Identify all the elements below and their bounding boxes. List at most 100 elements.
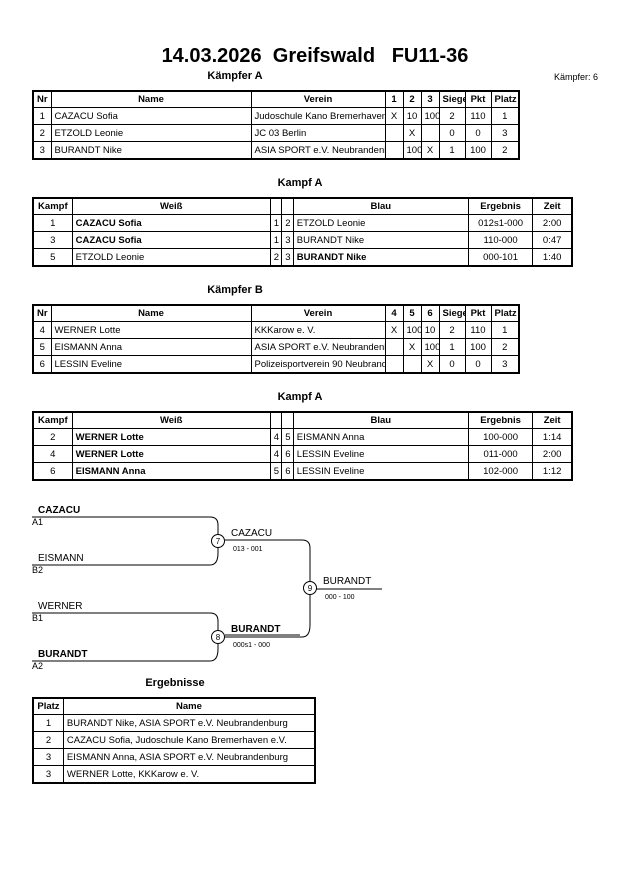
col-zeit: Zeit [532,197,573,215]
cell-siege: 1 [438,338,466,356]
cell-time: 2:00 [532,214,573,232]
bracket-m7-score: 013 - 001 [233,546,263,553]
col-ergebnis: Ergebnis [467,411,534,429]
fights-a-table: Kampf Weiß Blau Ergebnis Zeit 1 CAZACU S… [32,197,573,267]
col-blue-nr [281,197,294,215]
col-zeit: Zeit [532,411,573,429]
cell-white: CAZACU Sofia [71,231,271,249]
cell-result: 102-000 [467,462,534,481]
cell-white: EISMANN Anna [71,462,271,481]
results-title: Ergebnisse [145,677,205,689]
cell-white: WERNER Lotte [71,428,271,446]
cell-name: BURANDT Nike [50,141,252,160]
cell-score: 10 [420,321,440,339]
cell-score: 100 [402,141,422,160]
table-row: 2 ETZOLD Leonie JC 03 Berlin X 0 0 3 [32,124,520,142]
cell-platz: 1 [490,321,520,339]
col-siege: Siege [438,90,466,108]
cell-pkt: 110 [464,321,492,339]
cell-white-nr: 1 [269,231,283,249]
col-blau: Blau [292,411,469,429]
cell-blue: EISMANN Anna [292,428,469,446]
table-row: 4 WERNER Lotte KKKarow e. V. X 100 10 2 … [32,321,520,339]
cell-result: 000-101 [467,248,534,267]
pool-a-title: Kämpfer A [207,70,263,82]
cell-white-nr: 5 [269,462,283,481]
fights-b-title: Kampf A [277,391,323,403]
cell-verein: KKKarow e. V. [250,321,386,339]
cell-name: WERNER Lotte, KKKarow e. V. [62,765,316,784]
bracket-p1-seed: A1 [32,517,43,527]
table-row: 3 BURANDT Nike ASIA SPORT e.V. Neubrande… [32,141,520,160]
cell-name: LESSIN Eveline [50,355,252,374]
cell-nr: 5 [32,338,52,356]
table-row: 5 EISMANN Anna ASIA SPORT e.V. Neubrande… [32,338,520,356]
table-row: 5 ETZOLD Leonie 2 3 BURANDT Nike 000-101… [32,248,573,267]
table-row: 1 BURANDT Nike, ASIA SPORT e.V. Neubrand… [32,714,316,732]
cell-name: CAZACU Sofia [50,107,252,125]
cell-score [420,124,440,142]
cell-result: 100-000 [467,428,534,446]
col-nr: Nr [32,90,52,108]
table-row: 3 WERNER Lotte, KKKarow e. V. [32,765,316,784]
col-blue-nr [281,411,294,429]
col-platz: Platz [490,90,520,108]
cell-nr: 4 [32,321,52,339]
table-row: 6 LESSIN Eveline Polizeisportverein 90 N… [32,355,520,374]
table-row: 3 CAZACU Sofia 1 3 BURANDT Nike 110-000 … [32,231,573,249]
cell-score: X [402,124,422,142]
cell-white-nr: 4 [269,428,283,446]
bracket-match7-number: 7 [216,537,221,546]
cell-name: EISMANN Anna [50,338,252,356]
cell-platz: 3 [32,765,64,784]
cell-name: WERNER Lotte [50,321,252,339]
cell-score: 10 [402,107,422,125]
bracket-p2-name: EISMANN [38,553,84,564]
cell-platz: 3 [490,124,520,142]
col-5: 5 [402,304,422,322]
cell-verein: Polizeisportverein 90 Neubrandenburg e. … [250,355,386,374]
cell-white: ETZOLD Leonie [71,248,271,267]
cell-blue: LESSIN Eveline [292,445,469,463]
fights-a-title: Kampf A [277,177,323,189]
col-weiss: Weiß [71,197,271,215]
cell-score: X [420,355,440,374]
cell-score: 100 [420,107,440,125]
col-nr: Nr [32,304,52,322]
pool-b-table: Nr Name Verein 4 5 6 Siege Pkt Platz 4 W… [32,304,520,374]
cell-kampf: 4 [32,445,73,463]
cell-verein: ASIA SPORT e.V. Neubrandenburg [250,338,386,356]
cell-pkt: 110 [464,107,492,125]
cell-white: WERNER Lotte [71,445,271,463]
cell-platz: 2 [490,338,520,356]
results-table: Platz Name 1 BURANDT Nike, ASIA SPORT e.… [32,697,316,784]
cell-pkt: 0 [464,355,492,374]
col-pkt: Pkt [464,90,492,108]
cell-white-nr: 2 [269,248,283,267]
cell-platz: 2 [32,731,64,749]
cell-nr: 6 [32,355,52,374]
fights-b-header: Kampf Weiß Blau Ergebnis Zeit [32,411,573,429]
cell-blue-nr: 6 [281,445,294,463]
col-4: 4 [384,304,404,322]
col-name: Name [62,697,316,715]
cell-blue: LESSIN Eveline [292,462,469,481]
cell-score: 100 [420,338,440,356]
cell-blue: BURANDT Nike [292,248,469,267]
col-ergebnis: Ergebnis [467,197,534,215]
col-kampf: Kampf [32,197,73,215]
table-row: 1 CAZACU Sofia Judoschule Kano Bremerhav… [32,107,520,125]
cell-kampf: 1 [32,214,73,232]
col-blau: Blau [292,197,469,215]
col-kampf: Kampf [32,411,73,429]
bracket-match9-number: 9 [308,584,313,593]
cell-white: CAZACU Sofia [71,214,271,232]
cell-blue-nr: 3 [281,231,294,249]
cell-kampf: 6 [32,462,73,481]
cell-blue-nr: 2 [281,214,294,232]
bracket-match8-number: 8 [216,633,221,642]
bracket-m8-score: 000s1 - 000 [233,642,270,649]
cell-verein: JC 03 Berlin [250,124,386,142]
col-platz: Platz [32,697,64,715]
cell-blue-nr: 3 [281,248,294,267]
